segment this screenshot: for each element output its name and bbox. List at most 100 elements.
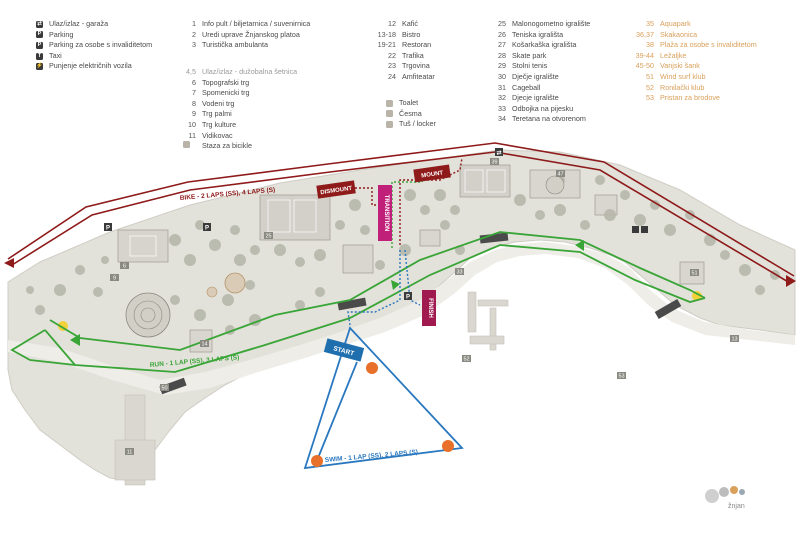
legend-label: Punjenje električnih vozila xyxy=(49,61,132,71)
legend-number: 38 xyxy=(646,40,654,50)
swim-course xyxy=(303,326,464,470)
legend-label: Djecje igralište xyxy=(512,93,559,103)
legend-label: Ulaz/izlaz - garaža xyxy=(49,19,109,28)
map-tag: 53 xyxy=(618,374,624,380)
map-tag: 50 xyxy=(161,386,167,392)
legend-label: Cageball xyxy=(512,82,541,92)
legend-label: Amfiteatar xyxy=(402,71,435,81)
legend-label: Ležaljke xyxy=(660,50,687,60)
legend-label: Kafić xyxy=(402,19,418,28)
legend-number: 4,5 xyxy=(186,67,196,76)
legend-number: 26 xyxy=(498,29,506,39)
toilet-icon xyxy=(386,99,393,107)
legend-number: 22 xyxy=(388,50,396,60)
legend-number: 10 xyxy=(188,119,196,129)
legend-label: Plaža za osobe s invaliditetom xyxy=(660,40,757,50)
dismount-sign: DISMOUNT xyxy=(316,180,356,199)
legend-item: 9 Trg palmi xyxy=(182,109,297,120)
legend-label: Tuš / locker xyxy=(399,119,436,129)
legend-number: 36,37 xyxy=(636,29,654,39)
legend-label: Staza za bicikle xyxy=(202,141,252,151)
legend-label: Dječje igralište xyxy=(512,71,559,81)
legend-label: Skate park xyxy=(512,50,547,60)
legend-label: Odbojka na pijesku xyxy=(512,103,574,113)
legend-number: 25 xyxy=(498,19,506,28)
legend-number: 23 xyxy=(388,61,396,71)
legend-item: 30 Dječje igralište xyxy=(492,72,590,83)
legend-label: Pristan za brodove xyxy=(660,93,720,103)
legend-item: 31 Cageball xyxy=(492,83,590,94)
finish-sign: FINISH xyxy=(422,290,436,326)
legend-label: Restoran xyxy=(402,40,432,50)
map-tag: 14 xyxy=(201,342,207,348)
legend-number: 31 xyxy=(498,82,506,92)
logo-text: žnjan xyxy=(728,503,745,510)
legend-label: Turistička ambulanta xyxy=(202,40,269,50)
legend-label: Topografski trg xyxy=(202,77,250,87)
legend-label: Spomenicki trg xyxy=(202,88,250,98)
legend-number: 35 xyxy=(646,19,654,28)
fountain-icon xyxy=(386,110,393,118)
transition-label: TRANSITION xyxy=(383,195,389,232)
dismount-label: DISMOUNT xyxy=(320,186,353,196)
aid-station-marker xyxy=(692,291,702,301)
swim-buoy xyxy=(442,440,454,452)
svg-text:P: P xyxy=(205,226,209,232)
marina xyxy=(114,291,509,486)
legend-item: Toalet xyxy=(386,98,436,109)
mount-label: MOUNT xyxy=(421,170,444,179)
legend-number: 1 xyxy=(192,19,196,28)
parking-icon: P xyxy=(36,31,43,39)
taxi-icon: T xyxy=(36,52,43,60)
beach-strip xyxy=(8,242,795,395)
legend-number: 9 xyxy=(192,109,196,119)
shower-icon xyxy=(386,120,393,128)
legend-number: 8 xyxy=(192,98,196,108)
legend-label: Uredi uprave Žnjanskog platoa xyxy=(202,29,300,39)
legend-number: 32 xyxy=(498,93,506,103)
legend-number: 29 xyxy=(498,61,506,71)
map-number-tags: 6 9 14 25 33 11 53 52 51 13 47 39 50 xyxy=(110,158,739,456)
legend-label: Vodeni trg xyxy=(202,98,235,108)
accessible-parking-icon: P xyxy=(36,41,43,49)
legend-label: Trg palmi xyxy=(202,109,232,119)
legend-label: Teniska igrališta xyxy=(512,29,564,39)
legend-label: Toalet xyxy=(399,98,419,107)
legend-item: 38 Plaža za osobe s invaliditetom xyxy=(632,40,757,51)
svg-text:⇄: ⇄ xyxy=(496,149,501,157)
landmarks xyxy=(125,175,565,338)
swim-buoys xyxy=(311,362,454,467)
map-tag: 51 xyxy=(691,271,697,277)
transition-sign: TRANSITION xyxy=(378,185,392,241)
legend-label: Česma xyxy=(399,108,422,118)
legend-number: 28 xyxy=(498,50,506,60)
legend-number: 39-44 xyxy=(635,50,654,60)
bike-route xyxy=(4,142,796,287)
garage-icon: ⇄ xyxy=(36,20,43,28)
legend-number: 30 xyxy=(498,71,506,81)
legend-label: Vidikovac xyxy=(202,130,233,140)
legend-item: 32 Djecje igralište xyxy=(492,93,590,104)
